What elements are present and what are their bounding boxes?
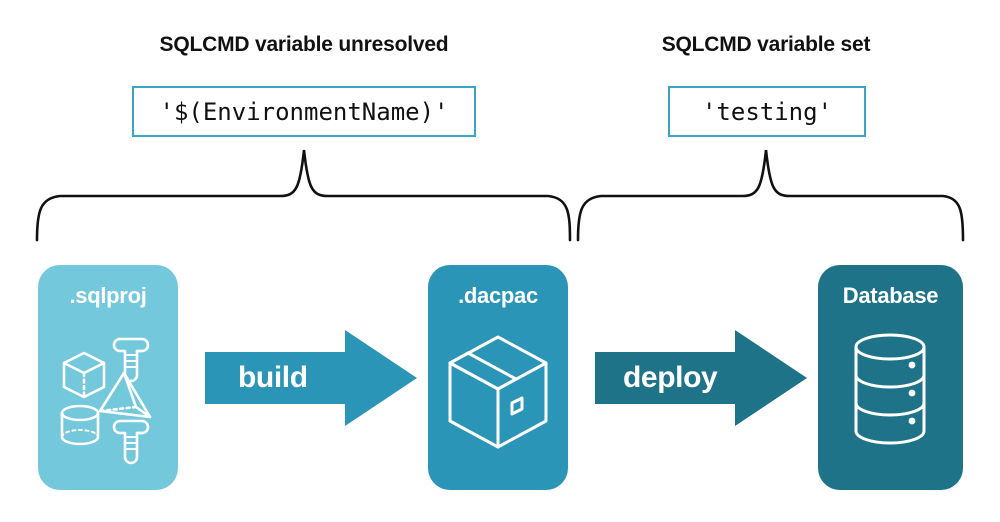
brace-right [576, 149, 965, 242]
arrow-build-shape [205, 330, 417, 426]
code-value-left: '$(EnvironmentName)' [159, 97, 449, 126]
database-status-dot [908, 417, 916, 425]
scroll-icon [112, 419, 150, 465]
pyramid-icon [98, 371, 152, 419]
database-status-dot [908, 361, 916, 369]
stage-card-sqlproj: .sqlproj [38, 265, 178, 490]
annotation-heading-left: SQLCMD variable unresolved [159, 33, 449, 56]
database-cylinder-icon [854, 333, 926, 445]
scroll-icon [112, 337, 150, 383]
cylinder-icon [60, 404, 100, 446]
cube-icon [62, 351, 106, 399]
code-box-left: '$(EnvironmentName)' [132, 86, 476, 137]
stage-card-dacpac: .dacpac [428, 265, 568, 490]
arrow-deploy-shape [595, 330, 807, 426]
stage-card-database: Database [818, 265, 963, 490]
arrow-deploy: deploy [595, 330, 807, 426]
stage-label-dacpac: .dacpac [458, 283, 538, 308]
dacpac-artwork [448, 335, 548, 449]
brace-left [35, 149, 572, 242]
annotation-heading-right: SQLCMD variable set [661, 33, 871, 56]
code-value-right: 'testing' [701, 97, 833, 126]
code-box-right: 'testing' [668, 86, 866, 137]
stage-label-database: Database [842, 283, 939, 308]
sqlproj-artwork [60, 337, 152, 465]
brace-group [35, 149, 965, 242]
package-box-icon [448, 335, 548, 449]
arrow-build: build [205, 330, 417, 426]
stage-label-sqlproj: .sqlproj [69, 283, 147, 308]
database-status-dot [908, 389, 916, 397]
database-artwork [854, 333, 926, 445]
